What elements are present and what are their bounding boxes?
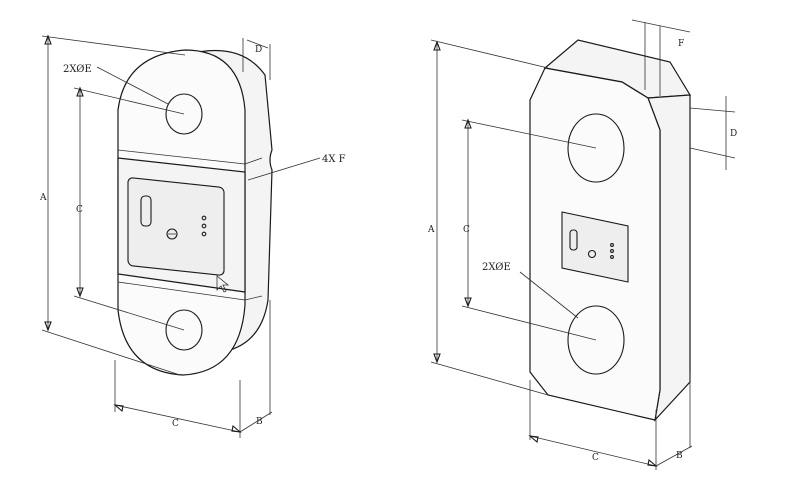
right-battery-slot	[569, 229, 578, 251]
left-led-icon	[201, 231, 207, 237]
left-top-hole	[165, 93, 203, 135]
left-view: A C 2XØE D 4X F C B	[39, 34, 346, 438]
right-dim-height-label: A	[427, 225, 435, 235]
left-display-panel	[127, 177, 225, 276]
right-led-icon	[610, 249, 614, 253]
right-display-panel	[561, 211, 629, 283]
left-led-icon	[201, 215, 207, 221]
left-led-icon	[201, 223, 207, 229]
left-fillet-label: 4X F	[322, 154, 346, 165]
left-dim-spacing-label: C	[76, 205, 83, 215]
left-battery-slot	[140, 195, 152, 227]
right-dim-depth-label: D	[730, 129, 737, 139]
right-holes-label: 2XØE	[482, 262, 511, 273]
right-dim-thickness-label: B	[676, 451, 683, 461]
right-dim-chamfer-label: F	[678, 39, 684, 49]
right-dim-spacing-label: C	[463, 225, 470, 235]
left-dim-height-label: A	[39, 193, 47, 203]
left-bottom-hole	[165, 309, 203, 351]
right-led-icon	[610, 243, 614, 247]
cursor-icon	[216, 275, 230, 293]
right-led-icon	[610, 255, 614, 259]
right-view: A C 2XØE F D C B	[427, 19, 737, 470]
left-knob-icon	[166, 228, 178, 240]
left-dim-top-thickness-label: D	[255, 45, 262, 55]
left-dim-width-label: C	[172, 419, 179, 429]
left-holes-label: 2XØE	[63, 64, 92, 75]
right-top-hole	[567, 113, 625, 183]
right-knob-icon	[587, 249, 597, 259]
right-bottom-hole	[567, 305, 625, 375]
right-dim-width-label: C	[592, 453, 599, 463]
left-dim-bottom-thickness-label: B	[256, 417, 263, 427]
